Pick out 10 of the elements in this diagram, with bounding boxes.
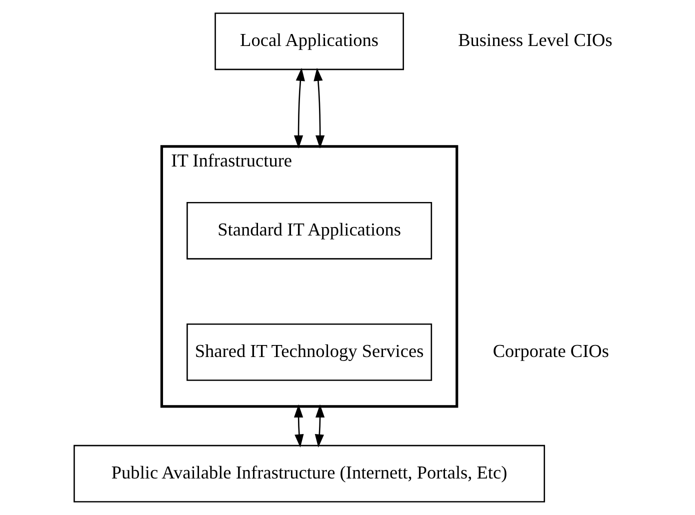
node-box: Standard IT Applications bbox=[186, 202, 432, 260]
node-box: Local Applications bbox=[214, 12, 404, 70]
node-label: Business Level CIOs bbox=[458, 30, 612, 50]
arrow bbox=[294, 404, 304, 448]
arrow bbox=[294, 68, 305, 148]
node-box: Shared IT Technology Services bbox=[186, 323, 432, 381]
arrow bbox=[314, 404, 325, 448]
node-label: Corporate CIOs bbox=[492, 341, 609, 362]
node-box: Public Available Infrastructure (Internett, Portals, Etc) bbox=[74, 444, 546, 502]
arrow bbox=[314, 68, 325, 148]
